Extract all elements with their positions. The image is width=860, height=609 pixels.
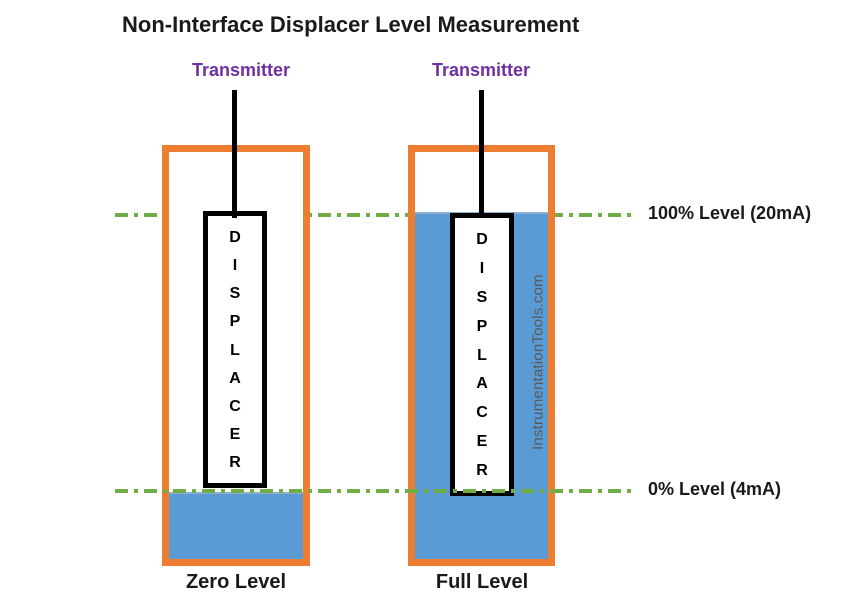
level-label-0-percent: 0% Level (4mA) [648,479,782,499]
displacer-letter: R [229,454,241,471]
displacer-letter: D [229,229,241,246]
displacer-letter: C [476,404,488,422]
displacer-letter: S [476,288,488,306]
transmitter-line-zero [232,90,237,218]
transmitter-label-full: Transmitter [431,60,531,80]
displacer-letter: E [476,433,488,451]
displacer-letter: C [229,397,241,415]
liquid-zero-level [169,492,303,559]
displacer-letter: P [229,313,241,331]
displacer-letter: R [476,462,488,479]
displacer-letter: A [229,369,241,387]
caption-zero-level: Zero Level [185,571,287,593]
caption-full-level: Full Level [435,571,529,593]
transmitter-label-zero: Transmitter [191,60,291,80]
displacer-letter: A [476,375,488,393]
displacer-letter: D [476,231,488,248]
diagram-title: Non-Interface Displacer Level Measuremen… [122,12,580,37]
displacer-letter: P [476,317,488,335]
displacer-letter: L [230,341,240,359]
displacer-letter: E [229,425,241,443]
displacer-letter: L [477,346,487,364]
level-label-100-percent: 100% Level (20mA) [648,203,812,223]
displacer-letter: S [229,285,241,303]
displacer-letter: I [479,259,485,277]
level-line-100-percent [115,213,633,217]
watermark-text: InstrumentationTools.com [529,274,547,450]
displacer-letter: I [232,257,238,275]
transmitter-line-full [479,90,484,218]
level-line-0-percent [115,489,633,493]
